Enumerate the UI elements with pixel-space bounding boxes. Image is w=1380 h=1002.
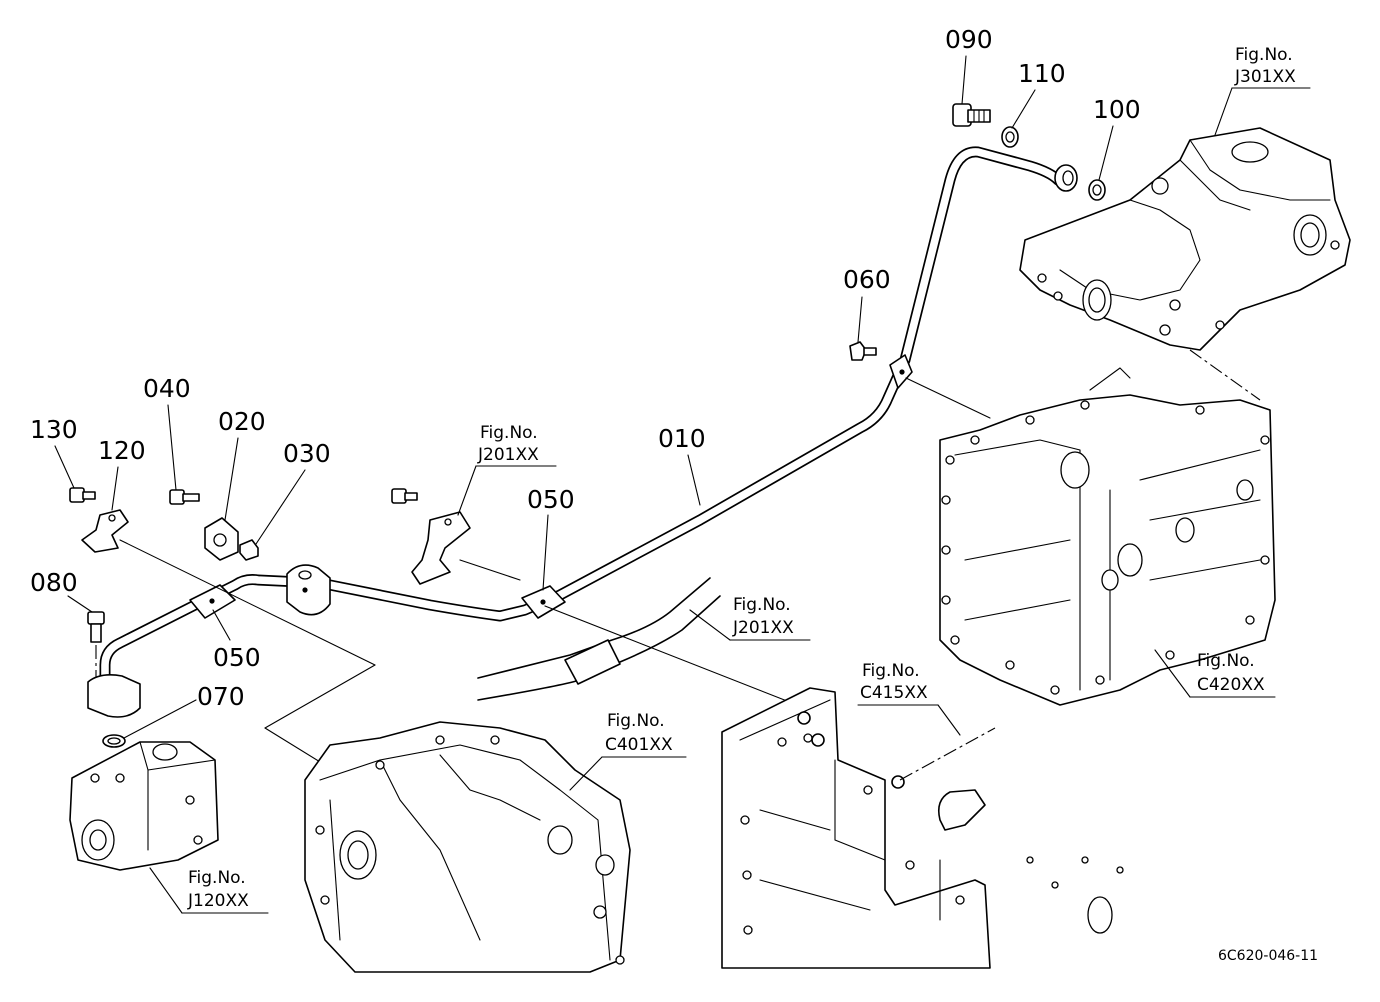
svg-text:J201XX: J201XX [732,618,794,638]
label-050b: 050 [213,643,261,672]
label-040: 040 [143,374,191,403]
fig-ref-j301[interactable]: Fig.No. J301XX [1214,45,1311,136]
svg-text:J301XX: J301XX [1234,67,1296,87]
label-060: 060 [843,265,891,294]
bracket-j201 [411,511,471,585]
front-gear-case [304,721,631,973]
pipe-end-block [87,674,141,718]
bolt-080[interactable] [87,611,105,643]
bolt-040[interactable] [169,489,200,505]
svg-text:Fig.No.: Fig.No. [188,868,246,888]
label-120: 120 [98,436,146,465]
fig-ref-j201-mid[interactable]: Fig.No. J201XX [689,595,811,641]
figure-reference-labels: Fig.No. J301XX Fig.No. J201XX Fig.No. J2… [149,45,1311,914]
svg-text:C415XX: C415XX [860,683,928,703]
hydraulic-cylinder-housing [1019,127,1351,401]
label-030: 030 [283,439,331,468]
label-090: 090 [945,25,993,54]
bolt-090[interactable] [952,103,991,127]
fig-ref-c401[interactable]: Fig.No. C401XX [569,711,687,791]
label-010: 010 [658,424,706,453]
bolt-060[interactable] [849,341,877,361]
clamp-lower[interactable] [189,584,236,619]
svg-text:Fig.No.: Fig.No. [480,423,538,443]
bolt-bracket[interactable] [391,488,418,504]
label-110: 110 [1018,59,1066,88]
plug-030[interactable] [239,539,259,561]
svg-text:Fig.No.: Fig.No. [862,661,920,681]
svg-text:Fig.No.: Fig.No. [1235,45,1293,65]
washer-100[interactable] [1088,179,1106,201]
fig-ref-j201-top[interactable]: Fig.No. J201XX [457,423,557,516]
svg-text:C401XX: C401XX [605,735,673,755]
fig-ref-j120[interactable]: Fig.No. J120XX [149,867,269,914]
hydraulic-pump [69,741,219,871]
block-020[interactable] [204,517,239,561]
pipe-banjo-fitting [1054,164,1078,192]
svg-text:C420XX: C420XX [1197,675,1265,695]
svg-text:J120XX: J120XX [187,891,249,911]
washer-110[interactable] [1001,126,1019,148]
bracket-120[interactable] [81,509,129,553]
label-100: 100 [1093,95,1141,124]
junction-block-030[interactable] [286,564,331,616]
transmission-case [939,367,1276,706]
clamp-upper[interactable] [889,354,913,389]
label-080: 080 [30,568,78,597]
o-ring-070[interactable] [102,734,126,748]
hose-j201 [477,577,721,701]
svg-text:Fig.No.: Fig.No. [733,595,791,615]
drawing-code: 6C620-046-11 [1218,948,1318,964]
clamp-middle[interactable] [521,585,566,619]
label-020: 020 [218,407,266,436]
label-050a: 050 [527,485,575,514]
svg-text:Fig.No.: Fig.No. [1197,651,1255,671]
label-130: 130 [30,415,78,444]
svg-text:Fig.No.: Fig.No. [607,711,665,731]
part-number-labels: 010 020 030 040 050 050 060 070 080 090 … [30,25,1141,739]
svg-text:J201XX: J201XX [477,445,539,465]
bolt-130[interactable] [69,487,96,503]
label-070: 070 [197,682,245,711]
fig-ref-c415[interactable]: Fig.No. C415XX [857,661,961,736]
fig-ref-c420[interactable]: Fig.No. C420XX [1154,649,1276,698]
frame-bracket [721,687,1124,969]
